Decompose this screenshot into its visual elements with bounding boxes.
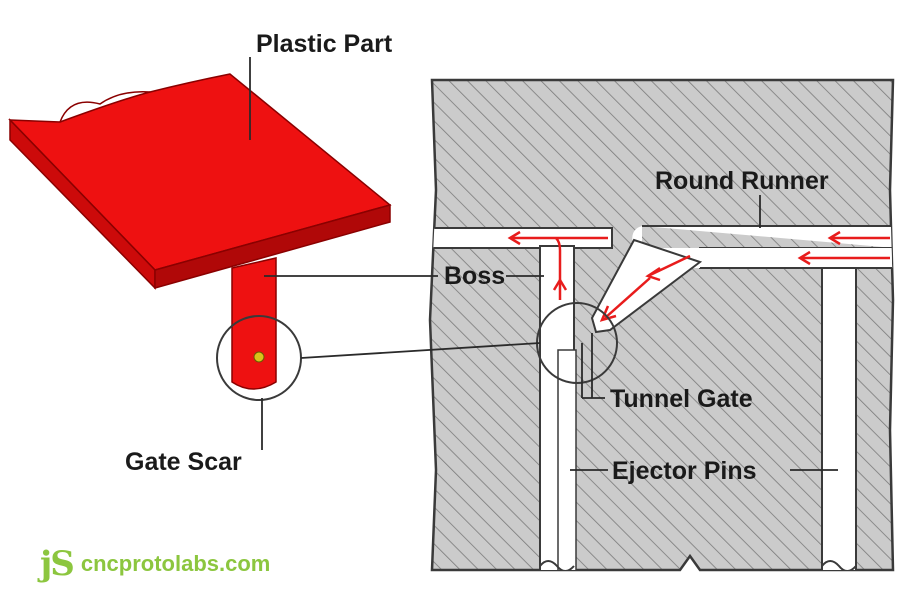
brand-watermark: jS cncprotolabs.com bbox=[40, 544, 270, 584]
part-top bbox=[8, 73, 392, 271]
ejector-pin-right bbox=[821, 267, 857, 570]
part-side-edge bbox=[154, 204, 391, 289]
label-round-runner: Round Runner bbox=[655, 167, 829, 195]
ejector-pin-left bbox=[557, 349, 577, 570]
brand-site: cncprotolabs.com bbox=[80, 551, 271, 576]
label-plastic-part: Plastic Part bbox=[256, 30, 393, 58]
flow-arrows bbox=[507, 230, 890, 322]
plastic-part bbox=[8, 73, 392, 401]
part-boss bbox=[231, 257, 277, 390]
gate-scar-dot bbox=[253, 351, 265, 363]
label-boss: Boss bbox=[444, 262, 505, 290]
label-tunnel-gate: Tunnel Gate bbox=[610, 385, 753, 413]
leader-lines bbox=[249, 57, 838, 471]
brand-logo: jS bbox=[40, 544, 75, 584]
label-ejector-pins: Ejector Pins bbox=[612, 457, 757, 485]
label-gate-scar: Gate Scar bbox=[125, 448, 242, 476]
mold-section bbox=[428, 78, 895, 572]
